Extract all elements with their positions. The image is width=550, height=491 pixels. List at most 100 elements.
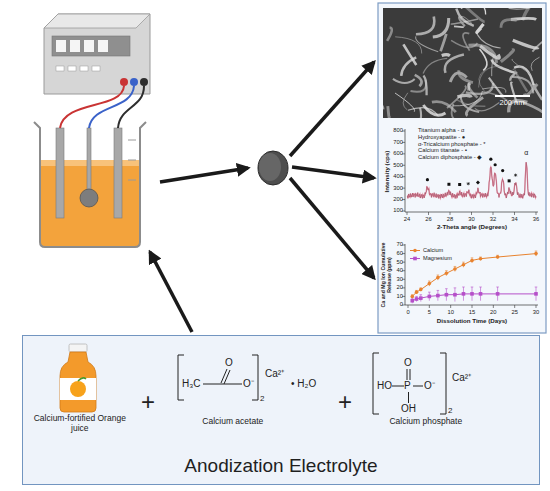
double-bond (221, 369, 227, 383)
tick-mark (472, 305, 473, 308)
hydroxyapatite-marker (489, 158, 492, 161)
display-digit (70, 40, 80, 52)
xrd-axes (405, 129, 538, 212)
phase-legend-entry: Calcium titanate - ▪ (418, 147, 530, 154)
formula-bracket (440, 353, 446, 414)
legend-sample-dot (413, 249, 417, 253)
sample-holder (87, 128, 91, 190)
y-axis-title: Ca and Mg Ion Cumulative Release (ppm) (381, 236, 393, 314)
formula-atom: 2 (448, 406, 458, 415)
chemical-bond (392, 386, 404, 387)
ingredient-item: Calcium-fortified Orange juice (30, 414, 130, 442)
x-tick-label: 5 (422, 309, 436, 316)
calcium-point (410, 295, 414, 299)
tick-mark (450, 305, 451, 308)
sem-fiber (383, 96, 384, 109)
sem-fiber (408, 108, 438, 116)
terminal-red (120, 78, 128, 86)
x-tick-label: 30 (465, 216, 479, 223)
diphosphate-marker (476, 181, 480, 185)
graduation-mark (128, 160, 136, 161)
juice-bottle (60, 344, 96, 412)
display-digit (84, 40, 94, 52)
x-tick-label: 30 (529, 309, 543, 316)
supply-top (44, 14, 150, 28)
sem-fiber (512, 77, 533, 93)
error-cap (415, 296, 418, 297)
x-axis-title: 2-Theta angle (Degrees) (407, 223, 537, 230)
formula-bracket (178, 355, 184, 400)
sem-fiber (480, 49, 487, 71)
y-tick-label: 700 (383, 139, 403, 146)
tick-mark (408, 305, 409, 308)
titanate-marker (458, 183, 461, 186)
double-bond (224, 370, 230, 384)
y-tick-label: 200 (383, 196, 403, 203)
sem-fiber (388, 106, 389, 117)
magnesium-point (453, 293, 457, 297)
error-cap (428, 281, 431, 282)
beaker-glass (34, 122, 146, 247)
sem-fiber (418, 108, 421, 118)
x-tick-label: 36 (529, 216, 543, 223)
error-cap (496, 287, 499, 288)
tick-mark (429, 305, 430, 308)
sem-fiber (423, 105, 445, 115)
error-cap (420, 294, 423, 295)
magnesium-line (412, 294, 536, 301)
scale-bar (495, 95, 530, 97)
orange-fruit (70, 381, 86, 397)
magnesium-point (534, 292, 538, 296)
beaker (34, 122, 146, 247)
titanium-sample (80, 189, 98, 207)
phase-legend-entry: α-Tricalcium phosphate - * (418, 141, 530, 148)
phase-legend-entry: Hydroxyapatite - ● (418, 134, 530, 141)
legend-sample-dot (413, 257, 417, 261)
y-tick-label: 60 (387, 250, 403, 257)
calcium-point (428, 282, 432, 286)
tick-mark (514, 212, 515, 215)
magnesium-point (415, 297, 419, 301)
terminal-black (140, 78, 148, 86)
display-digit (56, 40, 66, 52)
electrode-plate (114, 128, 122, 218)
formula-atom: O⁻ (243, 378, 259, 390)
sem-fiber (442, 55, 450, 56)
sem-fiber (469, 84, 470, 91)
magnesium-point (445, 293, 449, 297)
error-cap (445, 270, 448, 271)
x-tick-label: 20 (486, 309, 500, 316)
sem-fiber (445, 54, 464, 72)
formula-atom: Ca²⁺ (265, 368, 295, 380)
double-bond (407, 369, 408, 380)
electrolyte-box: Anodization ElectrolyteCalcium-fortified… (22, 335, 540, 485)
calcium-line (412, 254, 536, 297)
formula-atom: P (404, 380, 414, 392)
wire-blue (89, 86, 134, 128)
titanate-marker (447, 183, 450, 186)
peak-label: α (521, 149, 531, 157)
electrode-plate (56, 128, 64, 218)
sem-fiber (492, 54, 494, 76)
error-cap (454, 266, 457, 267)
sem-fiber (423, 58, 447, 73)
magnesium-point (428, 295, 432, 299)
error-cap (462, 287, 465, 288)
error-cap (445, 288, 448, 289)
sem-fiber (395, 37, 422, 54)
sem-fiber (454, 25, 464, 28)
x-tick-label: 32 (486, 216, 500, 223)
supply-case (44, 14, 150, 94)
tricalcium-marker (467, 182, 470, 185)
tick-mark (471, 212, 472, 215)
calcium-point (462, 263, 466, 267)
error-cap (471, 287, 474, 288)
error-cap (535, 287, 538, 288)
double-bond (410, 369, 411, 380)
magnesium-point (436, 294, 440, 298)
calcium-point (436, 276, 440, 280)
sem-fiber (424, 76, 427, 96)
error-cap (462, 262, 465, 263)
sem-fiber (393, 79, 415, 83)
tick-mark (493, 305, 494, 308)
